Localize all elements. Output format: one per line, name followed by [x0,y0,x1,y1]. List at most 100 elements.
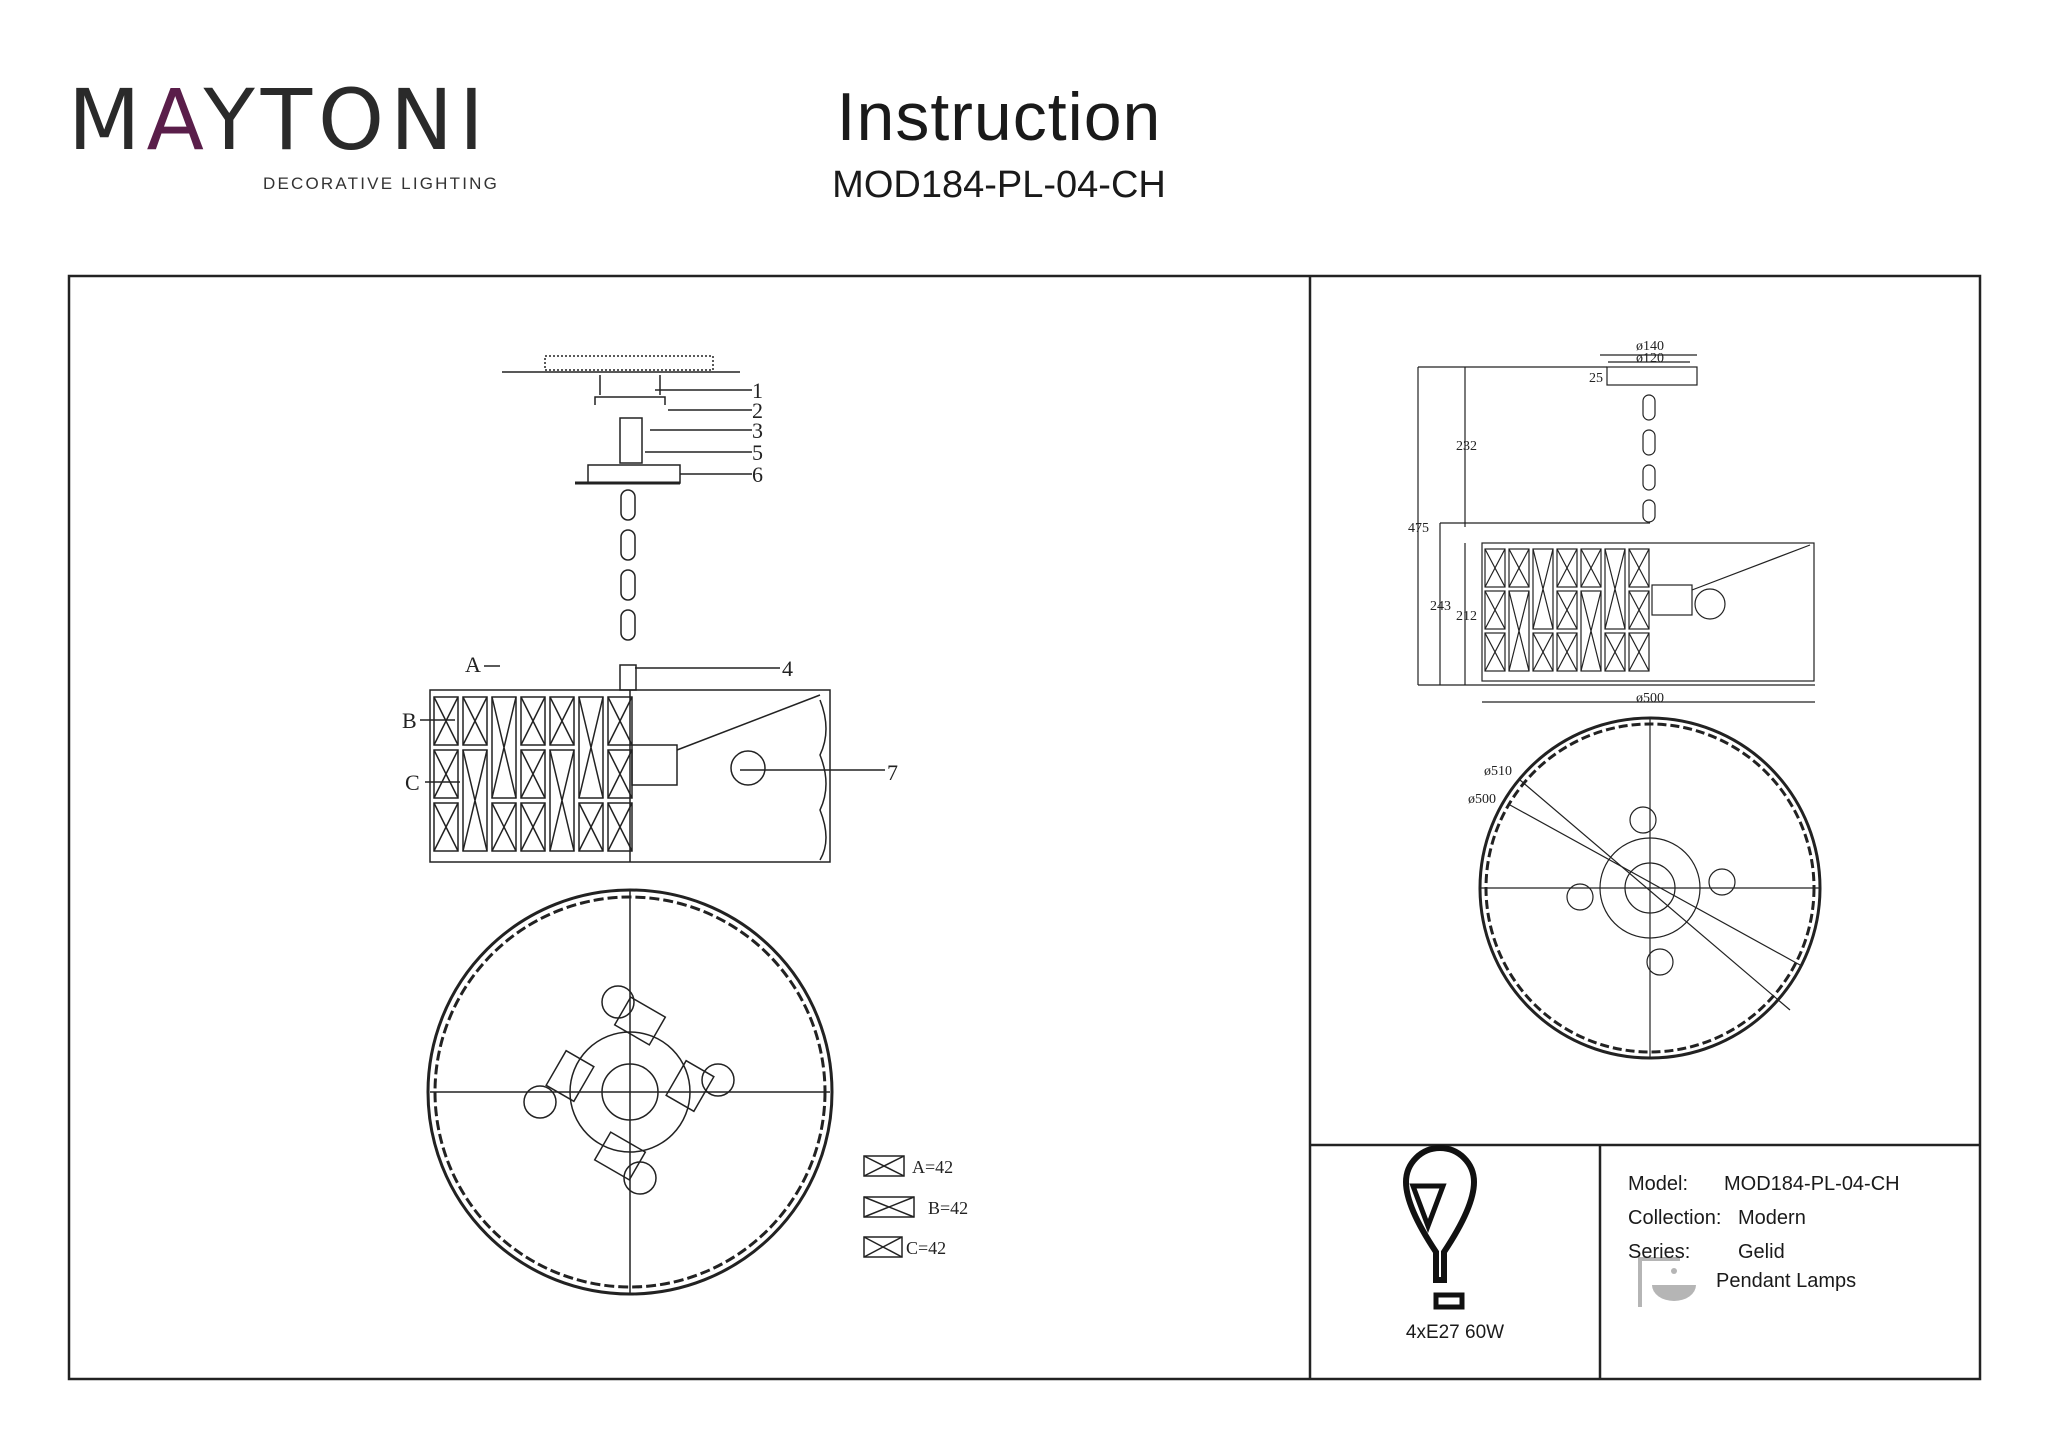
crystal [607,696,633,746]
crystal-facet [549,749,575,852]
crystal [1484,590,1506,630]
dim-d120: ø120 [1636,351,1664,366]
dim-d500-top: ø500 [1468,792,1496,807]
dim-d500: ø500 [1636,691,1664,706]
crystal-legend: A=42 B=42 C=42 [863,1155,968,1258]
crystal-panels-dim [1484,548,1650,672]
dim-h243: 243 [1430,599,1451,614]
crystal-facet [1484,632,1506,672]
crystal-facet [1556,632,1578,672]
crystal-facet [491,802,517,852]
legend-b: B=42 [928,1198,968,1218]
dim-d510: ø510 [1484,764,1512,779]
type-value: Pendant Lamps [1716,1270,1857,1292]
legend-c: C=42 [906,1238,946,1258]
crystal [433,802,459,852]
crystal-facet [578,802,604,852]
crystal [1580,590,1602,672]
crystal-facet [1508,590,1530,672]
crystal-facet [1556,590,1578,630]
logo-wordmark: MAYTONI [68,78,499,162]
crystal [433,696,459,746]
legend-a: A=42 [912,1157,953,1177]
crystal-facet [607,696,633,746]
shade-rim-crystals [819,699,827,861]
crystal [1508,548,1530,588]
series-value: Gelid [1738,1241,1785,1263]
crystal [549,749,575,852]
crystal-facet [1532,632,1554,672]
crystal-facet [1628,632,1650,672]
ceiling-hatch [544,355,714,371]
bulb-side [730,750,766,786]
crystal [1628,632,1650,672]
crystal-facet [433,749,459,799]
dim-h212: 212 [1456,609,1477,624]
crystal [433,749,459,799]
collection-value: Modern [1738,1207,1806,1229]
crystal [578,802,604,852]
center-hub [569,1031,691,1153]
logo-letter: M [68,71,147,169]
callout-4: 4 [782,656,793,681]
callout-5: 5 [752,440,763,465]
crystal-facet [607,749,633,799]
crystal-label-c: C [405,770,420,795]
callout-2: 2 [752,398,763,423]
chain-dim [1642,394,1656,523]
crystal [520,802,546,852]
crystal-facet [1604,632,1626,672]
callout-3: 3 [752,418,763,443]
hook [619,664,637,691]
crystal [1484,548,1506,588]
bulb-spec: 4xE27 60W [1405,1322,1505,1343]
crystal-panels [433,696,633,852]
crystal [1628,590,1650,630]
model-value: MOD184-PL-04-CH [1724,1173,1900,1195]
crystal [491,802,517,852]
crystal [462,749,488,852]
model-label: Model: [1628,1173,1689,1195]
crystal-facet [1628,590,1650,630]
crystal-facet [1484,548,1506,588]
callout-1: 1 [752,378,763,403]
logo-letters: YTONI [203,71,490,169]
crystal [1556,632,1578,672]
arm [676,694,821,751]
logo-letter-accent: A [146,71,204,169]
dim-d140: ø140 [1636,339,1664,354]
crystal-facet [1580,590,1602,672]
crystal [607,802,633,852]
collection-label: Collection: [1628,1207,1722,1229]
crystal [549,696,575,746]
crystal-facet [549,696,575,746]
crystal [520,749,546,799]
crystal [578,696,604,799]
dim-h232: 232 [1456,439,1477,454]
crystal [1604,548,1626,630]
crystal-label-b: B [402,708,417,733]
callout-leaders [420,389,885,783]
crystal-facet [462,749,488,852]
top-view-bulbs [523,985,735,1195]
crystal-facet [1532,548,1554,630]
crystal [1604,632,1626,672]
lamp-holder [631,744,678,786]
callout-7: 7 [887,760,898,785]
crystal-facet [1484,590,1506,630]
header: Instruction MOD184-PL-04-CH [0,78,2048,207]
crystal-facet [491,696,517,799]
chain [620,489,636,641]
dim-h475: 475 [1408,521,1429,536]
series-label: Series: [1628,1241,1691,1263]
header-model: MOD184-PL-04-CH [832,164,1166,206]
mounting-bracket [594,375,666,405]
dim-h25: 25 [1589,371,1603,386]
bulb-icon [1402,1145,1478,1310]
crystal [1484,632,1506,672]
crystal-facet [578,696,604,799]
crystal [1556,548,1578,588]
crystal-label-a: A [465,652,481,677]
crystal [520,696,546,746]
